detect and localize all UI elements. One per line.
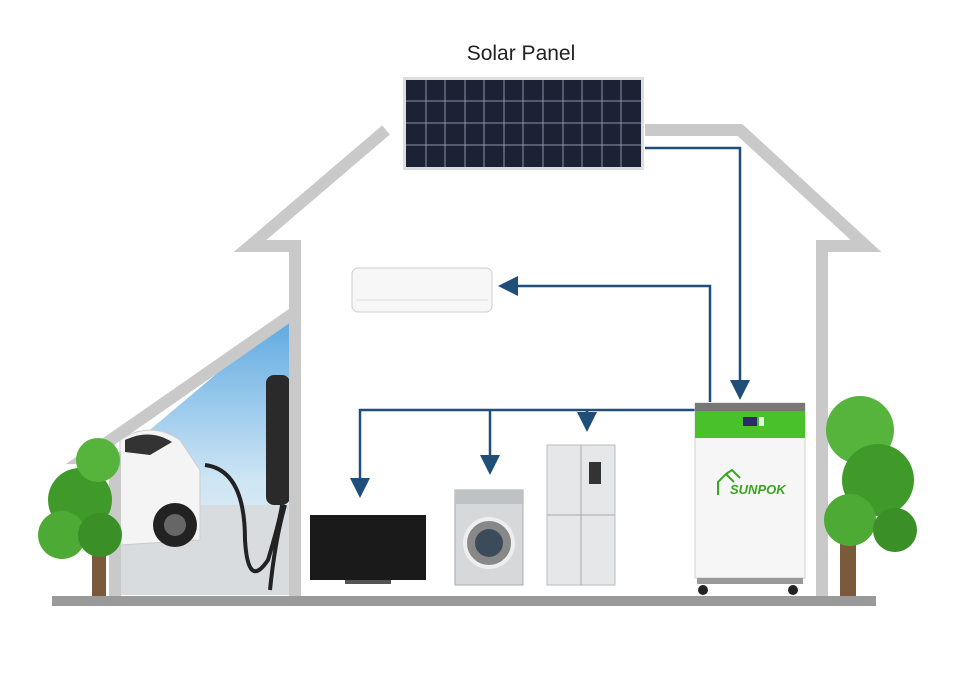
electric-car xyxy=(119,429,201,547)
air-conditioner xyxy=(351,267,493,313)
ground-line xyxy=(52,596,876,606)
battery-storage: SUNPOK xyxy=(694,402,806,595)
tree-right xyxy=(824,396,917,596)
arrow-panel-to-battery xyxy=(645,146,750,400)
battery-brand-logo: SUNPOK xyxy=(730,482,787,497)
arrow-battery-to-ac xyxy=(498,276,712,402)
solar-panel-label: Solar Panel xyxy=(466,42,576,65)
tree-left xyxy=(38,438,122,596)
arrow-battery-to-tv xyxy=(350,408,695,498)
washing-machine xyxy=(454,489,524,586)
tv xyxy=(310,515,426,584)
garage-scene xyxy=(119,312,290,595)
house-logo-icon xyxy=(717,468,741,495)
refrigerator xyxy=(546,444,616,586)
ev-charger xyxy=(204,375,290,591)
power-flow-arrows xyxy=(350,146,750,498)
solar-panel xyxy=(403,77,644,170)
